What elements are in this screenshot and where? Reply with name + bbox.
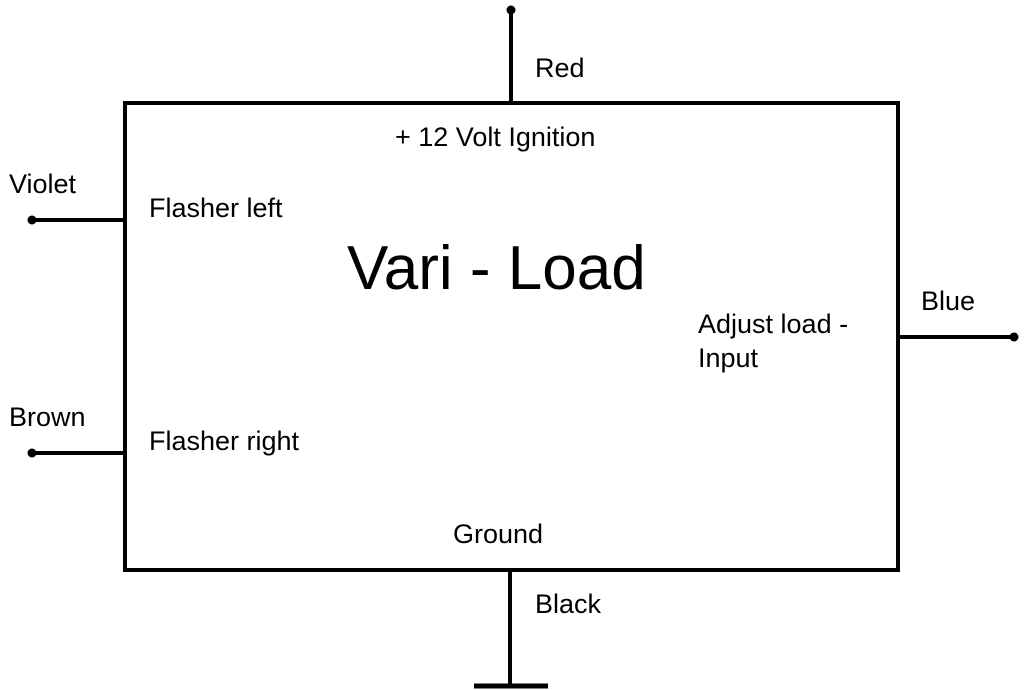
wire-label-blue: Blue — [921, 286, 976, 316]
terminal-brown — [27, 448, 37, 458]
wire-label-violet: Violet — [9, 169, 77, 199]
terminal-red — [506, 5, 516, 15]
pin-label-ignition: + 12 Volt Ignition — [395, 122, 596, 152]
wire-label-brown: Brown — [9, 402, 86, 432]
terminal-blue — [1009, 332, 1019, 342]
pin-label-flasher-right: Flasher right — [149, 426, 300, 456]
pin-label-adjust-load-line2: Input — [698, 343, 759, 373]
wire-label-black: Black — [535, 589, 602, 619]
module-title: Vari - Load — [347, 234, 646, 303]
terminal-violet — [27, 215, 37, 225]
wire-label-red: Red — [535, 53, 585, 83]
pin-label-adjust-load-line1: Adjust load - — [698, 309, 849, 339]
pin-label-ground: Ground — [453, 519, 544, 549]
pin-label-flasher-left: Flasher left — [149, 193, 283, 223]
